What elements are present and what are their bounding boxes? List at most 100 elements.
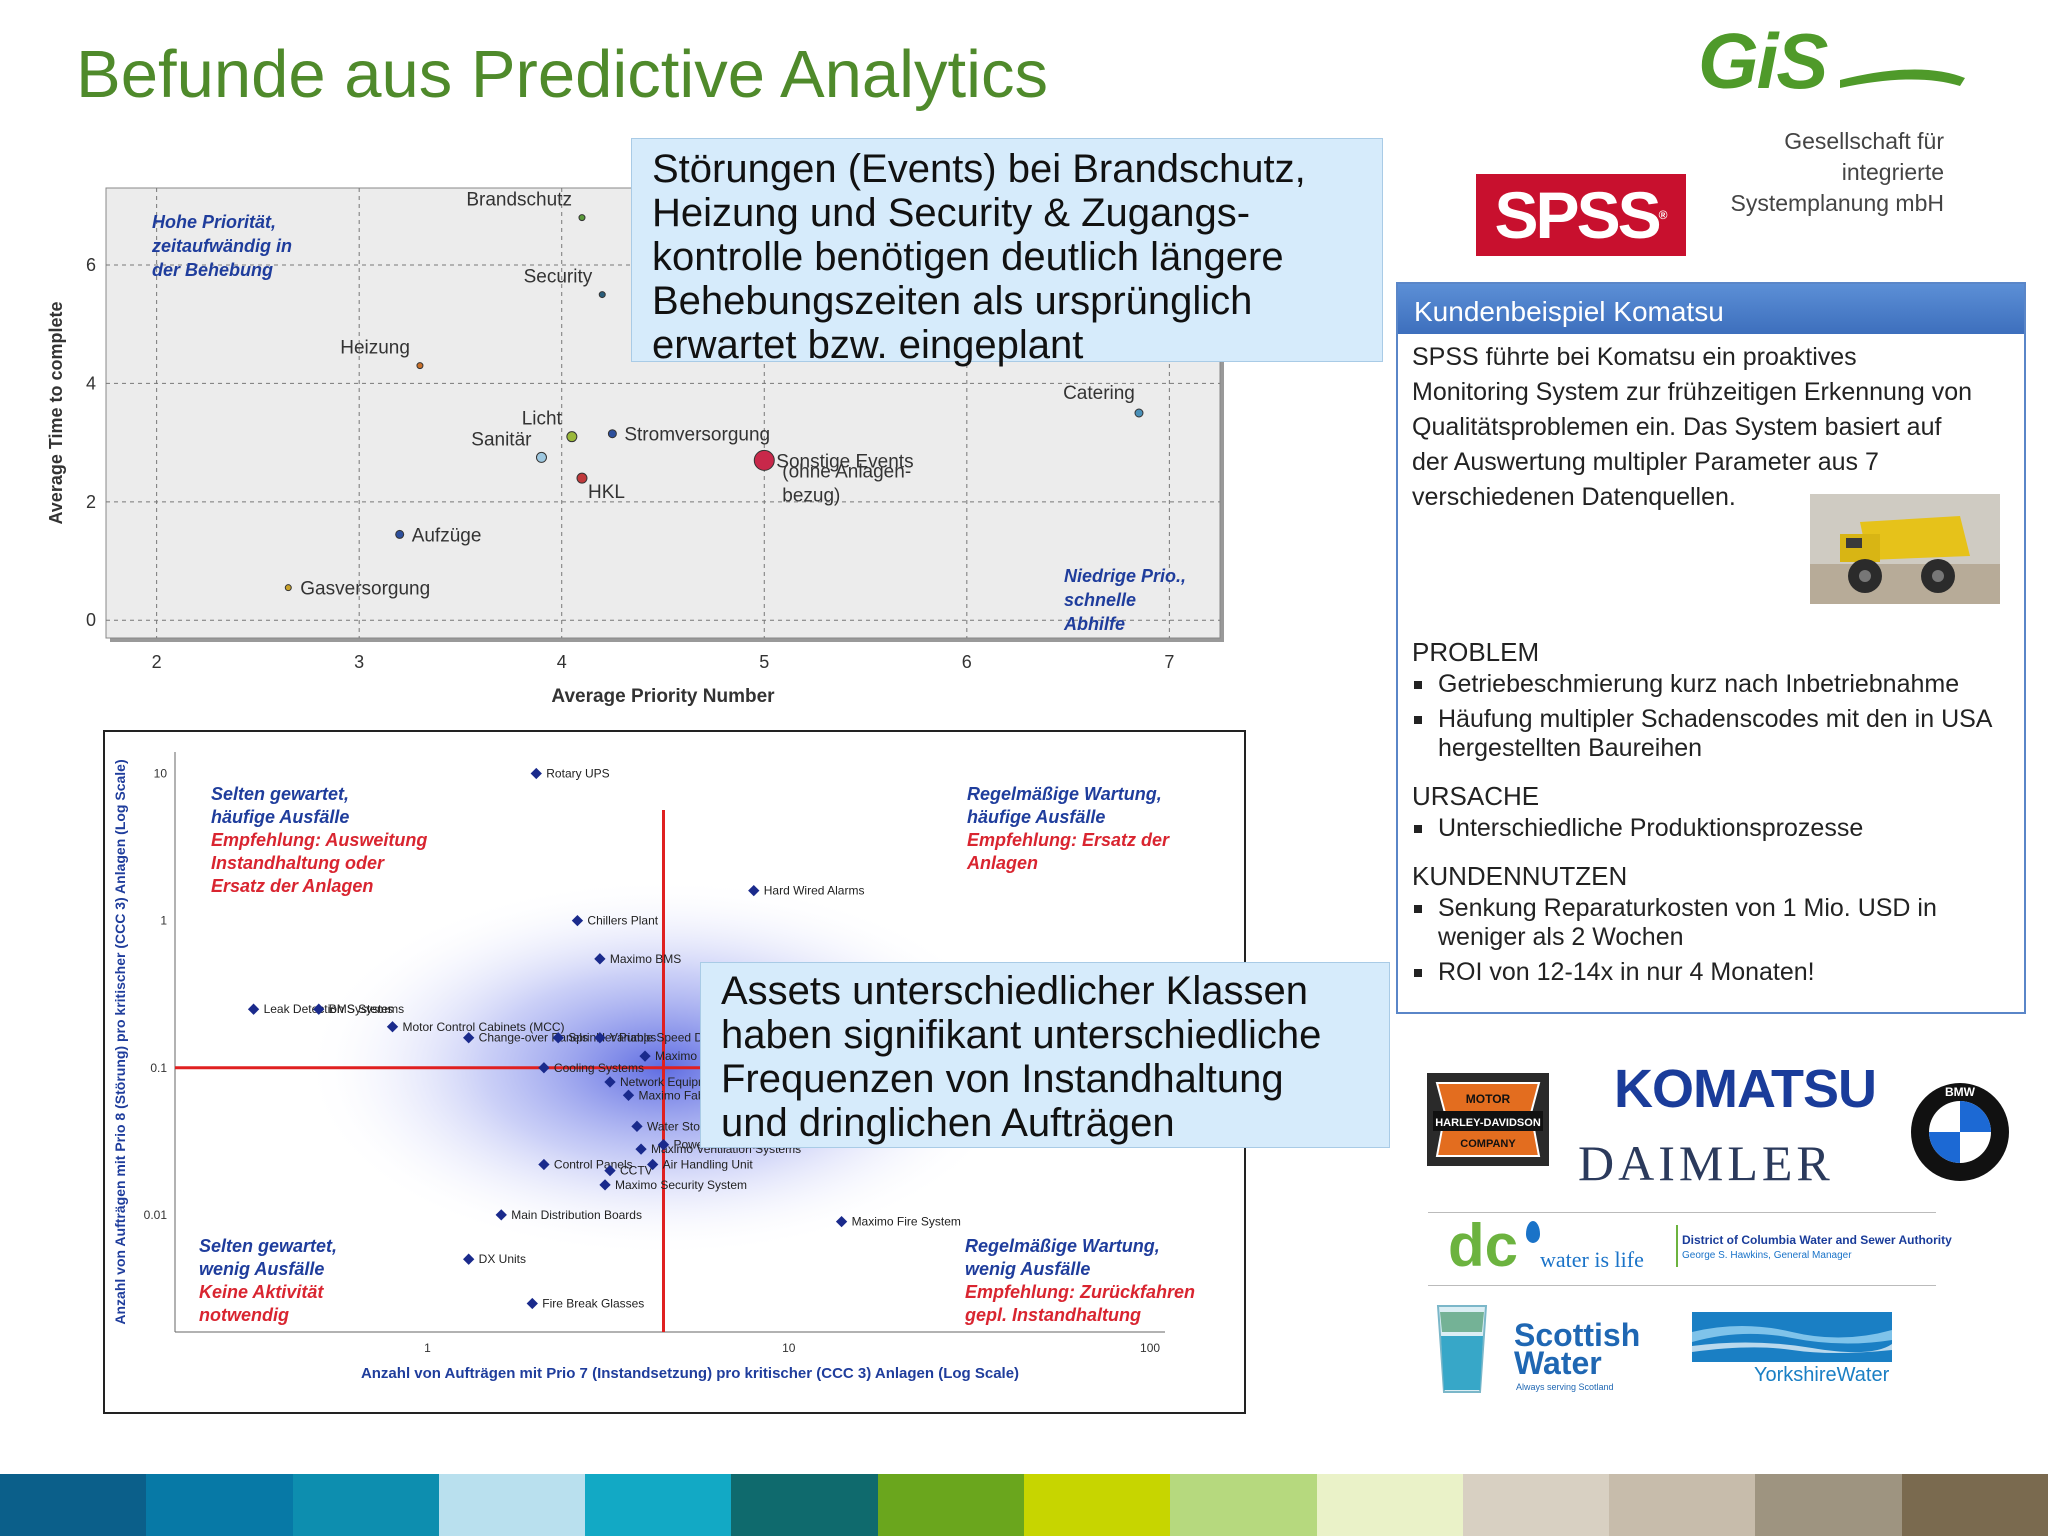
quadrant-label: schnelle [1064, 590, 1136, 610]
dc-water-name: District of Columbia Water and Sewer Aut… [1682, 1233, 1952, 1247]
point-label: BMS Systems [329, 1002, 404, 1016]
data-point [538, 1062, 550, 1074]
point-label: Aufzüge [412, 525, 482, 546]
y-tick-label: 6 [86, 255, 96, 275]
point-label: Fire Break Glasses [542, 1296, 644, 1310]
quadrant-label: Hohe Priorität, [152, 212, 276, 232]
color-segment [585, 1474, 732, 1536]
data-point [463, 1253, 475, 1265]
color-segment [292, 1474, 439, 1536]
harley-text-main: HARLEY-DAVIDSON [1435, 1117, 1541, 1129]
quadrant-label: der Behebung [152, 260, 273, 280]
data-point [526, 1297, 538, 1310]
point-label: Variable Speed Drives [610, 1031, 729, 1045]
customer-example-panel: Kundenbeispiel Komatsu SPSS führte bei K… [1396, 282, 2026, 1014]
callout-line: Störungen (Events) bei Brandschutz, [652, 147, 1306, 191]
dc-water-tagline: water is life [1540, 1247, 1644, 1272]
divider [1676, 1225, 1678, 1267]
quadrant-recommendation: notwendig [199, 1305, 289, 1325]
point-label-extra: bezug) [782, 485, 840, 506]
quadrant-recommendation: Anlagen [966, 853, 1038, 873]
cause-list: Unterschiedliche Produktionsprozesse [1412, 814, 2012, 843]
harley-text-top: MOTOR [1466, 1092, 1511, 1106]
list-item: Unterschiedliche Produktionsprozesse [1412, 814, 2012, 843]
color-segment [1170, 1474, 1317, 1536]
y-tick-label: 4 [86, 373, 96, 393]
data-point [1134, 408, 1144, 418]
benefit-list: Senkung Reparaturkosten von 1 Mio. USD i… [1412, 894, 2012, 987]
harley-text-bottom: COMPANY [1460, 1138, 1516, 1150]
dc-water-logo: dc water is life District of Columbia Wa… [1428, 1212, 1952, 1286]
point-label: DX Units [479, 1252, 526, 1266]
color-segment [1755, 1474, 1902, 1536]
color-segment [0, 1474, 147, 1536]
x-tick-label: 4 [557, 652, 567, 672]
callout-line: erwartet bzw. eingeplant [652, 323, 1084, 367]
color-segment [1023, 1474, 1171, 1536]
point-label: Stromversorgung [624, 425, 770, 446]
scottish-water-tagline: Always serving Scotland [1516, 1382, 1614, 1392]
panel-intro: SPSS führte bei Komatsu ein proaktives M… [1412, 343, 1973, 511]
data-point [313, 1003, 325, 1015]
x-tick-label: 7 [1164, 652, 1174, 672]
data-point [571, 914, 584, 927]
quadrant-label: Regelmäßige Wartung, [965, 1236, 1160, 1256]
quadrant-label: Regelmäßige Wartung, [967, 784, 1162, 804]
komatsu-logo: KOMATSU [1614, 1059, 1877, 1119]
data-point [395, 529, 405, 539]
color-segment [1609, 1474, 1756, 1536]
data-point [552, 1032, 564, 1044]
point-label: Sanitär [471, 429, 532, 450]
data-point [594, 953, 606, 965]
color-segment [877, 1474, 1024, 1536]
daimler-logo: DAIMLER [1578, 1135, 1834, 1191]
yorkshire-water-text: YorkshireWater [1754, 1364, 1890, 1386]
callout-line: Behebungszeiten als ursprünglich [652, 279, 1253, 323]
callout-line: Heizung und Security & Zugangs- [652, 191, 1251, 235]
data-point [416, 362, 424, 370]
point-label-extra: (ohne Anlagen- [782, 461, 911, 482]
scottish-water-logo: Scottish Water Always serving Scotland [1432, 1302, 1642, 1398]
x-tick-label: 3 [354, 652, 364, 672]
harley-davidson-logo: MOTOR HARLEY-DAVIDSON COMPANY [1427, 1073, 1549, 1166]
quadrant-recommendation: Empfehlung: Ausweitung [211, 830, 427, 850]
spss-logo: SPSS® [1476, 174, 1686, 256]
data-point [635, 1143, 647, 1155]
gis-subtitle-line2: Systemplanung mbH [1730, 190, 1945, 216]
callout-line: kontrolle benötigen deutlich längere [652, 235, 1284, 279]
point-label: CCTV [620, 1164, 653, 1178]
list-item: Senkung Reparaturkosten von 1 Mio. USD i… [1412, 894, 2012, 952]
data-point [247, 1003, 260, 1015]
color-segment [438, 1474, 586, 1536]
callout-line: und dringlichen Aufträgen [721, 1101, 1175, 1145]
point-label: Gasversorgung [300, 579, 430, 600]
data-point [657, 1139, 670, 1151]
x-tick-label: 1 [424, 1341, 431, 1355]
quadrant-label: zeitaufwändig in [151, 236, 292, 256]
data-point [386, 1021, 399, 1033]
quadrant-recommendation: gepl. Instandhaltung [964, 1305, 1141, 1325]
yorkshire-water-logo: YorkshireWater [1692, 1312, 1892, 1392]
page-title: Befunde aus Predictive Analytics [76, 37, 1049, 112]
point-label: Chillers Plant [587, 914, 658, 928]
list-item: Häufung multipler Schadenscodes mit den … [1412, 705, 2012, 763]
panel-header: Kundenbeispiel Komatsu [1398, 284, 2024, 334]
y-tick-label: 10 [154, 767, 168, 781]
y-tick-label: 2 [86, 492, 96, 512]
point-label: Maximo Fire System [852, 1215, 961, 1229]
point-label: Leak Detection Systems [264, 1002, 393, 1016]
quadrant-recommendation: Instandhaltung oder [211, 853, 385, 873]
color-segment [146, 1474, 293, 1536]
data-point [566, 431, 578, 443]
point-label: Main Distribution Boards [511, 1208, 642, 1222]
color-segment [731, 1474, 878, 1536]
x-tick-label: 2 [152, 652, 162, 672]
bmw-logo: BMW [1910, 1082, 2010, 1182]
data-point [647, 1158, 659, 1171]
quadrant-recommendation: Keine Aktivität [199, 1282, 324, 1302]
x-tick-label: 6 [962, 652, 972, 672]
point-label: Motor Control Cabinets (MCC) [403, 1020, 565, 1034]
spss-logo-text: SPSS [1494, 178, 1662, 252]
quadrant-label: häufige Ausfälle [967, 807, 1105, 827]
quadrant-recommendation: Empfehlung: Zurückfahren [965, 1282, 1195, 1302]
